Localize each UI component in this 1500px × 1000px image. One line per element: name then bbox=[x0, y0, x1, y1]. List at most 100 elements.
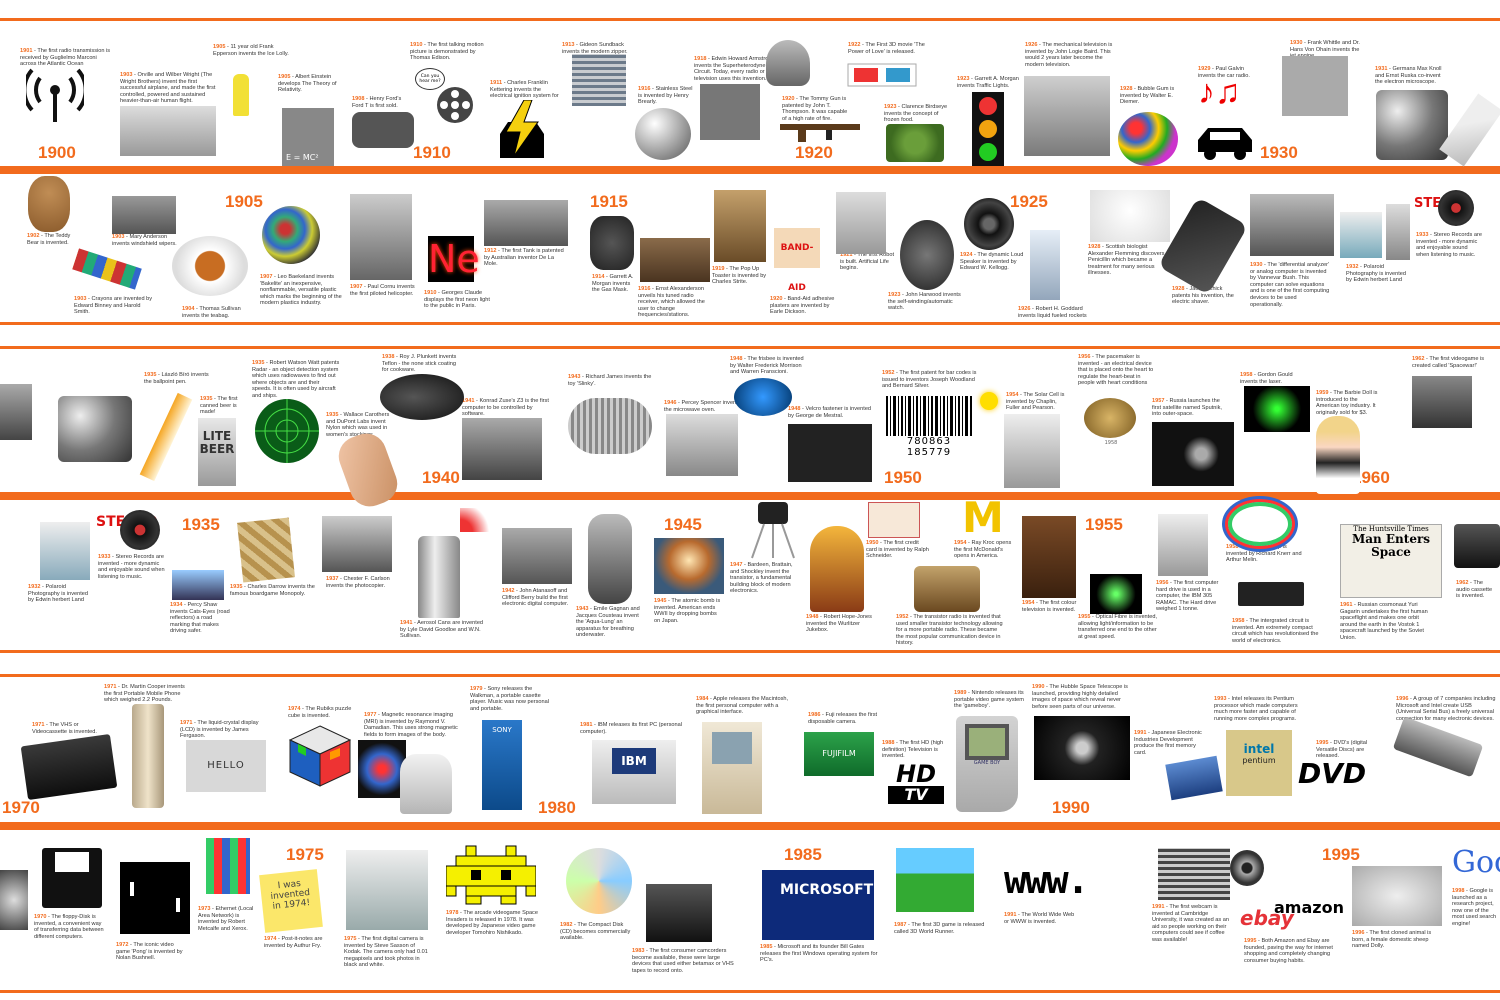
event-text: 1985 - Microsoft and its founder Bill Ga… bbox=[760, 944, 878, 964]
hubble-telescope-photo bbox=[1034, 716, 1130, 780]
mechanical-tv-photo bbox=[1024, 76, 1110, 156]
event-text: 1948 - The frisbee is invented by Walter… bbox=[730, 356, 804, 376]
event-text: 1935 - Robert Watson Watt patents Radar … bbox=[252, 360, 340, 399]
slinky-photo bbox=[568, 398, 652, 454]
macintosh-photo bbox=[702, 722, 762, 814]
event-text: 1935 - László Bíró invents the ballpoint… bbox=[144, 372, 209, 385]
webcam-coffee-photo bbox=[1158, 848, 1230, 900]
event-text: 1924 - The dynamic Loud Speaker is inven… bbox=[960, 252, 1024, 272]
post-it-note: I was invented in 1974! bbox=[259, 869, 323, 933]
event-text: 1907 - Leo Baekeland invents 'Bakelite' … bbox=[260, 274, 342, 307]
event-text: 1905 - Albert Einstein develops The Theo… bbox=[278, 74, 337, 94]
event-text: 1954 - Ray Kroc opens the first McDonald… bbox=[954, 540, 1012, 560]
pacemaker-caption: 1958 bbox=[1104, 440, 1118, 446]
year-label-1920: 1920 bbox=[795, 143, 833, 162]
event-text: 1950 - The first credit card is invented… bbox=[866, 540, 929, 560]
www-logo: www. bbox=[1004, 858, 1090, 902]
event-text: 1926 - Robert H. Goddard invents liquid … bbox=[1018, 306, 1087, 319]
event-text: 1920 - Band-Aid adhesive plasters are in… bbox=[770, 296, 835, 316]
event-text: 1928 - Scottish biologist Alexander Flem… bbox=[1088, 244, 1165, 277]
event-text: 1981 - IBM releases its first PC (person… bbox=[580, 722, 682, 735]
event-text: 1948 - Robert Hope-Jones invented the Wu… bbox=[806, 614, 872, 634]
event-text: 1933 - Stereo Records are invented - mor… bbox=[1416, 232, 1482, 258]
event-text: 1991 - The first webcam is invented at C… bbox=[1152, 904, 1229, 943]
year-label-1950: 1950 bbox=[884, 468, 922, 487]
event-text: 1910 - The first talking motion picture … bbox=[410, 42, 484, 62]
event-text: 1991 - Japanese Electronic Industries De… bbox=[1134, 730, 1202, 756]
event-text: 1956 - The pacemaker is invented - an el… bbox=[1078, 354, 1154, 387]
3d-game-screen bbox=[896, 848, 974, 912]
jukebox-photo bbox=[810, 526, 864, 612]
event-text: 1972 - The iconic video game 'Pong' is i… bbox=[116, 942, 183, 962]
electric-shaver-photo bbox=[1157, 196, 1249, 296]
bubble-gum-photo bbox=[1118, 112, 1178, 166]
helicopter-photo bbox=[350, 194, 412, 280]
radio-tower-icon bbox=[26, 68, 84, 122]
row3-timeline-band bbox=[0, 822, 1500, 830]
3d-glasses-icon bbox=[847, 63, 917, 87]
event-text: 1977 - Magnetic resonance imaging (MRI) … bbox=[364, 712, 458, 738]
year-label-1910: 1910 bbox=[413, 143, 451, 162]
rubiks-cube-icon bbox=[288, 725, 352, 787]
laser-photo bbox=[1244, 386, 1310, 432]
event-text: 1971 - The liquid-crystal display (LCD) … bbox=[180, 720, 259, 740]
event-text: 1995 - DVD's (digital Versatile Discs) a… bbox=[1316, 740, 1368, 760]
wright-airplane-photo bbox=[120, 106, 216, 156]
windshield-wipers-photo bbox=[112, 196, 176, 234]
year-label-1940: 1940 bbox=[422, 468, 460, 487]
electron-microscope-photo bbox=[1376, 90, 1448, 160]
event-text: 1903 - Crayons are invented by Edward Bi… bbox=[74, 296, 153, 316]
event-text: 1913 - Gideon Sundback invents the moder… bbox=[562, 42, 628, 55]
event-text: 1993 - Intel releases its Pentium proces… bbox=[1214, 696, 1298, 722]
barcode-number: 780863 185779 bbox=[906, 436, 952, 458]
bakelite-plastics-photo bbox=[262, 206, 320, 264]
tommy-gun-drum bbox=[766, 40, 810, 86]
event-text: 1996 - A group of 7 companies including … bbox=[1396, 696, 1496, 722]
hdtv-logo: HD TV bbox=[888, 762, 944, 808]
event-text: 1928 - Bubble Gum is invented by Walter … bbox=[1120, 86, 1175, 106]
barbie-doll-photo bbox=[1316, 416, 1360, 494]
year-label-1905: 1905 bbox=[225, 192, 263, 211]
event-text: 1974 - The Rubiks puzzle cube is invente… bbox=[288, 706, 352, 719]
year-label-1930: 1930 bbox=[1260, 143, 1298, 162]
event-text: 1943 - Emile Gagnan and Jacques Cousteau… bbox=[576, 606, 640, 639]
event-text: 1908 - Henry Ford's Ford T is first sold… bbox=[352, 96, 402, 109]
z3-computer-photo bbox=[462, 418, 542, 480]
event-text: 1998 - Google is launched as a research … bbox=[1452, 888, 1497, 927]
event-text: 1987 - The first 3D game is released cal… bbox=[894, 922, 985, 935]
event-text: 1934 - Percy Shaw invents Cats-Eyes (roa… bbox=[170, 602, 230, 635]
zipper-photo bbox=[572, 54, 626, 106]
cats-eyes-photo bbox=[172, 570, 224, 600]
event-text: 1935 - Wallace Carothers and DuPont Labs… bbox=[326, 412, 390, 438]
event-text: 1955 - Optical Fibre is invented, allowi… bbox=[1078, 614, 1157, 640]
event-text: 1954 - The first colour television is in… bbox=[1022, 600, 1077, 613]
event-text: 1986 - Fuji releases the first disposabl… bbox=[808, 712, 878, 725]
event-text: 1978 - The arcade videogame Space Invade… bbox=[446, 910, 538, 936]
year-label-1945: 1945 bbox=[664, 515, 702, 534]
event-text: 1903 - Orville and Wilber Wright (The Wr… bbox=[120, 72, 216, 105]
pentium-chip-photo: intel pentium bbox=[1226, 730, 1292, 796]
integrated-circuit-photo bbox=[1238, 582, 1304, 606]
radio-receiver-photo bbox=[640, 238, 710, 282]
moon-photo bbox=[0, 870, 28, 930]
aerosol-can-photo bbox=[418, 536, 460, 618]
teacup-photo bbox=[172, 236, 248, 296]
dolly-sheep-photo bbox=[1352, 866, 1442, 926]
event-text: 1991 - The World Wide Web or WWW is inve… bbox=[1004, 912, 1075, 925]
event-text: 1983 - The first consumer camcorders bec… bbox=[632, 948, 734, 974]
event-text: 1941 - Konrad Zuse's Z3 is the first com… bbox=[462, 398, 549, 418]
year-label-1955: 1955 bbox=[1085, 515, 1123, 534]
ballpoint-pen-icon bbox=[1439, 93, 1500, 167]
digital-camera-photo bbox=[346, 850, 428, 930]
event-text: 1962 - The audio cassette is invented. bbox=[1456, 580, 1493, 600]
monopoly-board-photo bbox=[237, 517, 295, 583]
newspaper-photo: The Huntsville Times Man Enters Space bbox=[1340, 524, 1442, 598]
event-text: 1918 - Edwin Howard Armstrong invents th… bbox=[694, 56, 782, 82]
year-label-1925: 1925 bbox=[1010, 192, 1048, 211]
event-text: 1958 - The intergrated circuit is invent… bbox=[1232, 618, 1319, 644]
traffic-light-icon bbox=[972, 92, 1004, 166]
pacemaker-photo bbox=[1084, 398, 1136, 438]
einstein-photo: E = MC² bbox=[282, 108, 334, 166]
year-label-1995: 1995 bbox=[1322, 845, 1360, 864]
neon-sign: Ne bbox=[428, 236, 480, 282]
